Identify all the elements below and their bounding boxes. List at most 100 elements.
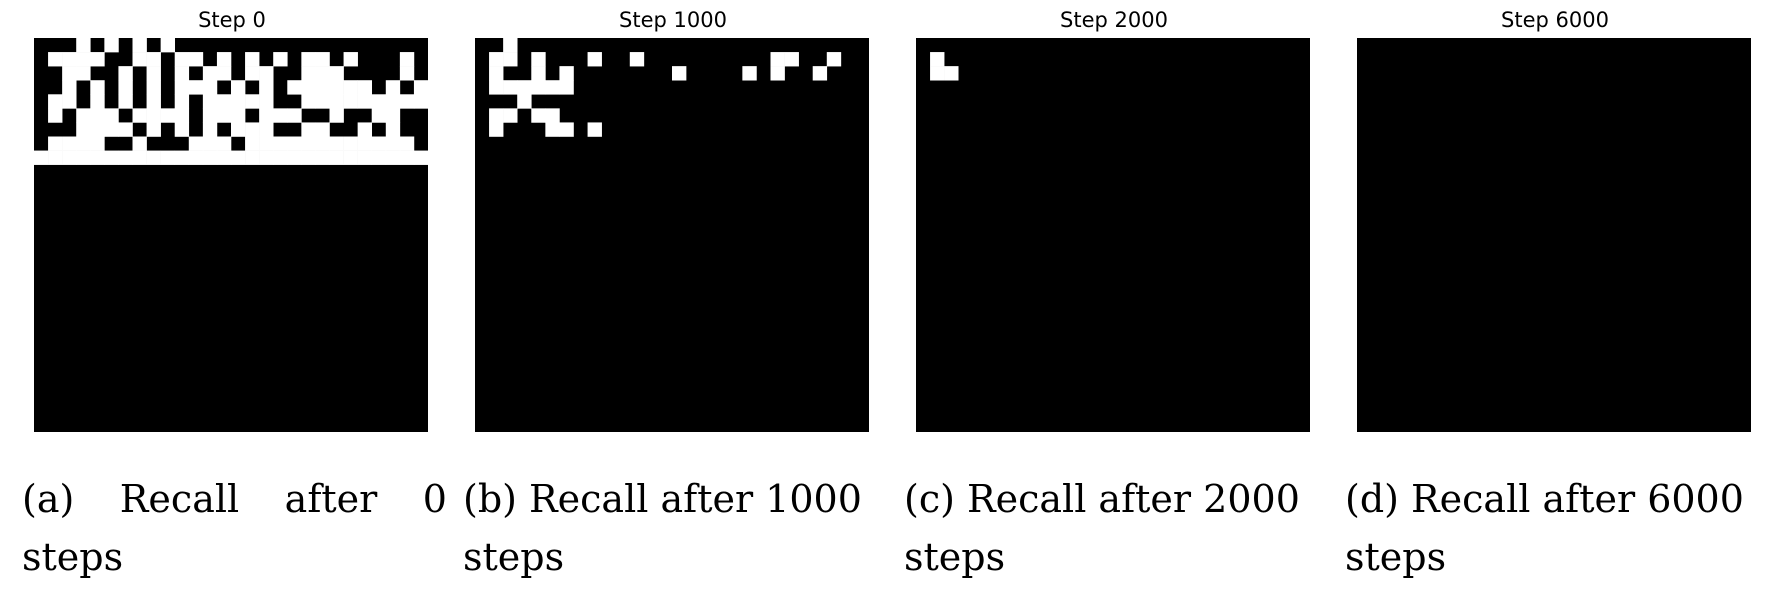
grid-cell-white (343, 94, 358, 109)
grid-cell-white (301, 150, 316, 165)
grid-cell-white (385, 136, 401, 151)
grid-cell-white (174, 94, 190, 109)
grid-cell-white (48, 52, 63, 67)
grid-cell-white (273, 52, 288, 67)
grid-cell-white (202, 94, 218, 109)
grid-cell-white (245, 136, 260, 151)
grid-cell-white (216, 136, 232, 151)
caption-line-1: (d) Recall after 6000 (1345, 477, 1744, 521)
grid-cell-white (315, 80, 330, 95)
grid-cell-white (104, 38, 119, 53)
grid-cell-white (216, 108, 232, 123)
grid-cell-white (770, 52, 785, 67)
grid-cell-white (531, 66, 546, 81)
grid-cell-white (301, 94, 316, 109)
grid-cell-white (315, 150, 330, 165)
grid-cell-white (104, 150, 119, 165)
grid-cell-white (76, 38, 91, 53)
grid-cell-white (202, 80, 218, 95)
grid-cell-white (531, 52, 546, 67)
grid-cell-white (259, 136, 274, 151)
grid-cell-white (188, 150, 204, 165)
grid-cell-white (216, 52, 232, 67)
panel-caption: (c) Recall after 2000 steps (904, 470, 1329, 586)
grid-cell-white (315, 122, 330, 137)
grid-cell-white (259, 122, 274, 137)
grid-cell-white (545, 108, 560, 123)
grid-cell-white (118, 150, 133, 165)
grid-cell-white (174, 66, 190, 81)
grid-cell-white (531, 108, 546, 123)
grid-cell-white (371, 136, 387, 151)
grid-cell-white (245, 52, 260, 67)
grid-cell-white (826, 52, 842, 67)
grid-cell-white (672, 66, 687, 81)
grid-cell-white (315, 136, 330, 151)
grid-cell-white (160, 38, 176, 53)
grid-cell-white (399, 66, 415, 81)
grid-cell-white (301, 122, 316, 137)
grid-cell-white (315, 66, 330, 81)
grid-cell-white (742, 66, 757, 81)
grid-cell-white (62, 94, 77, 109)
grid-cell-white (118, 66, 133, 81)
grid-cell-white (357, 80, 373, 95)
grid-cell-white (329, 108, 344, 123)
grid-cell-white (90, 94, 105, 109)
grid-cell-white (202, 66, 218, 81)
grid-cell-white (216, 150, 232, 165)
grid-cell-white (48, 136, 63, 151)
grid-cell-white (545, 80, 560, 95)
grid-cell-white (76, 150, 91, 165)
grid-cell-white (202, 150, 218, 165)
grid-cell-white (132, 150, 147, 165)
grid-cell-white (231, 122, 246, 137)
grid-cell-white (118, 122, 133, 137)
grid-cell-white (132, 38, 147, 53)
grid-cell-white (202, 136, 218, 151)
grid-cell-white (76, 108, 91, 123)
grid-background (475, 38, 869, 432)
grid-cell-white (301, 136, 316, 151)
grid-cell-white (371, 108, 387, 123)
grid-cell-white (301, 52, 316, 67)
grid-cell-white (315, 94, 330, 109)
grid-cell-white (944, 66, 959, 81)
grid-cell-white (132, 108, 147, 123)
grid-cell-white (385, 150, 401, 165)
grid-cell-white (385, 80, 401, 95)
grid-cell-white (357, 150, 373, 165)
grid-cell-white (160, 108, 176, 123)
grid-cell-white (146, 80, 161, 95)
grid-cell-white (385, 108, 401, 123)
grid-cell-white (343, 150, 358, 165)
grid-cell-white (231, 80, 246, 95)
grid-cell-white (245, 122, 260, 137)
grid-cell-white (48, 150, 63, 165)
grid-cell-white (287, 136, 302, 151)
grid-cell-white (188, 52, 204, 67)
grid-cell-white (517, 80, 532, 95)
grid-cell-white (559, 80, 574, 95)
grid-cell-white (90, 150, 105, 165)
grid-cell-white (503, 108, 518, 123)
panel-step-1000: Step 1000 (b) Recall after 1000 steps (441, 0, 881, 611)
grid-cell-white (413, 150, 428, 165)
grid-cell-white (174, 108, 190, 123)
grid-cell-white (174, 52, 190, 67)
grid-cell-white (202, 108, 218, 123)
grid-cell-white (48, 108, 63, 123)
panel-title: Step 6000 (1501, 8, 1609, 32)
grid-cell-white (188, 80, 204, 95)
grid-cell-white (259, 108, 274, 123)
grid-cell-white (329, 94, 344, 109)
grid-cell-white (48, 94, 63, 109)
grid-cell-white (629, 52, 645, 67)
grid-cell-white (489, 122, 504, 137)
caption-line-1: (b) Recall after 1000 (463, 477, 862, 521)
grid-cell-white (104, 122, 119, 137)
grid-cell-white (399, 52, 415, 67)
grid-cell-white (90, 136, 105, 151)
grid-cell-white (371, 94, 387, 109)
grid-cell-white (503, 52, 518, 67)
